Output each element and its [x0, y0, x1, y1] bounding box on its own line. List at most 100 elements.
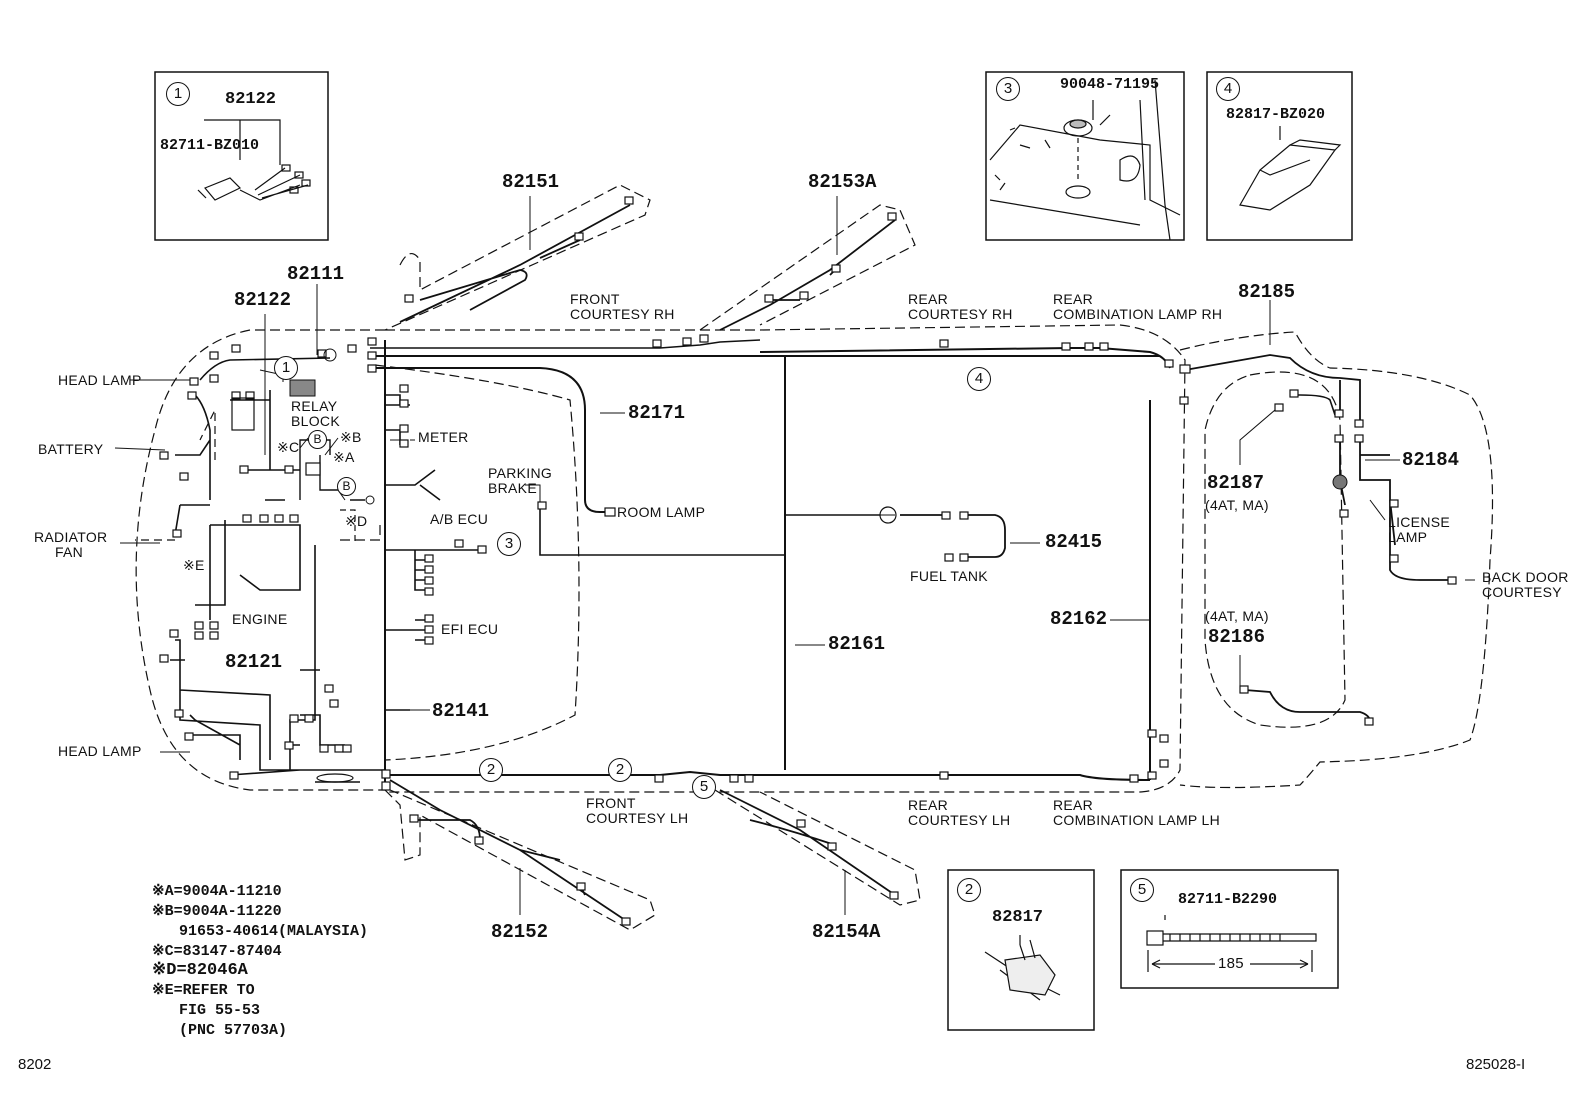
part-82185: 82185 [1238, 281, 1296, 303]
part-82171: 82171 [628, 402, 686, 424]
note-82187: (4AT, MA) [1205, 497, 1269, 513]
door-rear-rh [699, 204, 916, 331]
part-82141: 82141 [432, 700, 490, 722]
footnote-e-fig: FIG 55-53 [152, 1002, 261, 1019]
cabin-outline-rear [1179, 331, 1494, 789]
part-82711-bz010: 82711-BZ010 [160, 137, 260, 154]
harness-82415 [900, 514, 1006, 558]
label-rear-combination-lh: REAR COMBINATION LAMP LH [1053, 797, 1220, 828]
harness-82187 [1290, 394, 1336, 416]
label-rear-courtesy-lh: REAR COURTESY LH [908, 797, 1011, 828]
footnote-c: ※C=83147-87404 [152, 943, 282, 960]
harness-rh-rear [759, 347, 1171, 369]
harness-82152 [389, 779, 626, 921]
part-82111: 82111 [287, 263, 345, 285]
part-82184: 82184 [1402, 449, 1460, 471]
part-82152: 82152 [491, 921, 549, 943]
callout-inset-4: 4 [1216, 77, 1240, 101]
harness-front-top2 [370, 339, 761, 349]
part-82161: 82161 [828, 633, 886, 655]
label-engine: ENGINE [232, 611, 288, 627]
part-82162: 82162 [1050, 608, 1108, 630]
label-parking-brake: PARKING BRAKE [488, 465, 553, 496]
door-front-rh [384, 184, 651, 331]
harness-82121 [289, 545, 320, 770]
label-ab-ecu: A/B ECU [430, 511, 489, 527]
inset-3-frame [985, 71, 1185, 241]
dimension-185: 185 [1218, 955, 1244, 972]
label-front-courtesy-lh: FRONT COURTESY LH [586, 795, 689, 826]
part-82817: 82817 [992, 908, 1044, 927]
mark-d: ※D [345, 513, 368, 529]
label-meter: METER [418, 429, 469, 445]
callout-4: 4 [967, 367, 991, 391]
footnote-e-pnc: (PNC 57703A) [152, 1022, 288, 1039]
label-license-lamp: LICENSE LAMP [1388, 514, 1451, 545]
label-front-courtesy-rh: FRONT COURTESY RH [570, 291, 675, 322]
part-90048-71195: 90048-71195 [1060, 76, 1160, 93]
door-front-lh [384, 789, 656, 931]
footer-left-code: 8202 [18, 1056, 52, 1073]
label-rear-courtesy-rh: REAR COURTESY RH [908, 291, 1013, 322]
letter-b-top: B [308, 430, 327, 449]
part-82817-bz020: 82817-BZ020 [1226, 106, 1326, 123]
part-82187: 82187 [1207, 472, 1265, 494]
footer-right-code: 825028-I [1466, 1056, 1526, 1073]
footnote-b-malaysia: 91653-40614(MALAYSIA) [152, 923, 369, 940]
harness-82184 [1339, 440, 1396, 546]
label-radiator-fan: RADIATOR FAN [34, 529, 108, 560]
harness-82153a [719, 219, 896, 331]
mark-a: ※A [333, 449, 355, 465]
label-fuel-tank: FUEL TANK [910, 568, 988, 584]
harness-82186 [1244, 689, 1371, 723]
inset-1-frame [154, 71, 329, 241]
callout-1: 1 [274, 356, 298, 380]
mark-c: ※C [277, 439, 300, 455]
footnote-d: ※D=82046A [152, 961, 248, 980]
cabin-outline [385, 324, 1186, 793]
letter-b-bottom: B [337, 477, 356, 496]
label-efi-ecu: EFI ECU [441, 621, 499, 637]
footnote-e: ※E=REFER TO [152, 982, 255, 999]
label-rear-combination-rh: REAR COMBINATION LAMP RH [1053, 291, 1223, 322]
callout-inset-5: 5 [1130, 878, 1154, 902]
part-82415: 82415 [1045, 531, 1103, 553]
callout-inset-3: 3 [996, 77, 1020, 101]
inset-4-frame [1206, 71, 1353, 241]
part-82153a: 82153A [808, 171, 877, 193]
callout-inset-1: 1 [166, 82, 190, 106]
inset-5-frame [1120, 869, 1339, 989]
harness-82185 [1184, 354, 1361, 420]
part-82122: 82122 [234, 289, 292, 311]
callout-5: 5 [692, 775, 716, 799]
label-relay-block: RELAY BLOCK [291, 398, 340, 429]
callout-inset-2: 2 [957, 878, 981, 902]
footnote-b: ※B=9004A-11220 [152, 903, 282, 920]
harness-mid [539, 505, 785, 556]
label-room-lamp: ROOM LAMP [617, 504, 706, 520]
harness-82154a [719, 789, 896, 896]
callout-3: 3 [497, 532, 521, 556]
harness-82171 [370, 367, 610, 513]
label-head-lamp-top: HEAD LAMP [58, 372, 142, 388]
harness-82151 [399, 204, 631, 323]
label-battery: BATTERY [38, 441, 104, 457]
vehicle-outline [135, 329, 385, 791]
door-rear-lh [714, 789, 921, 906]
inset-2-frame [947, 869, 1095, 1031]
note-82186: (4AT, MA) [1205, 608, 1269, 624]
part-82711-b2290: 82711-B2290 [1178, 891, 1278, 908]
part-82121: 82121 [225, 651, 283, 673]
part-82151: 82151 [502, 171, 560, 193]
part-82186: 82186 [1208, 626, 1266, 648]
part-82154a: 82154A [812, 921, 881, 943]
callout-2-right: 2 [608, 758, 632, 782]
callout-2-left: 2 [479, 758, 503, 782]
footnote-a: ※A=9004A-11210 [152, 883, 282, 900]
mark-e: ※E [183, 557, 205, 573]
trunk-outline [1204, 371, 1346, 728]
part-82122-inset: 82122 [225, 90, 277, 109]
mark-b: ※B [340, 429, 362, 445]
label-head-lamp-bottom: HEAD LAMP [58, 743, 142, 759]
